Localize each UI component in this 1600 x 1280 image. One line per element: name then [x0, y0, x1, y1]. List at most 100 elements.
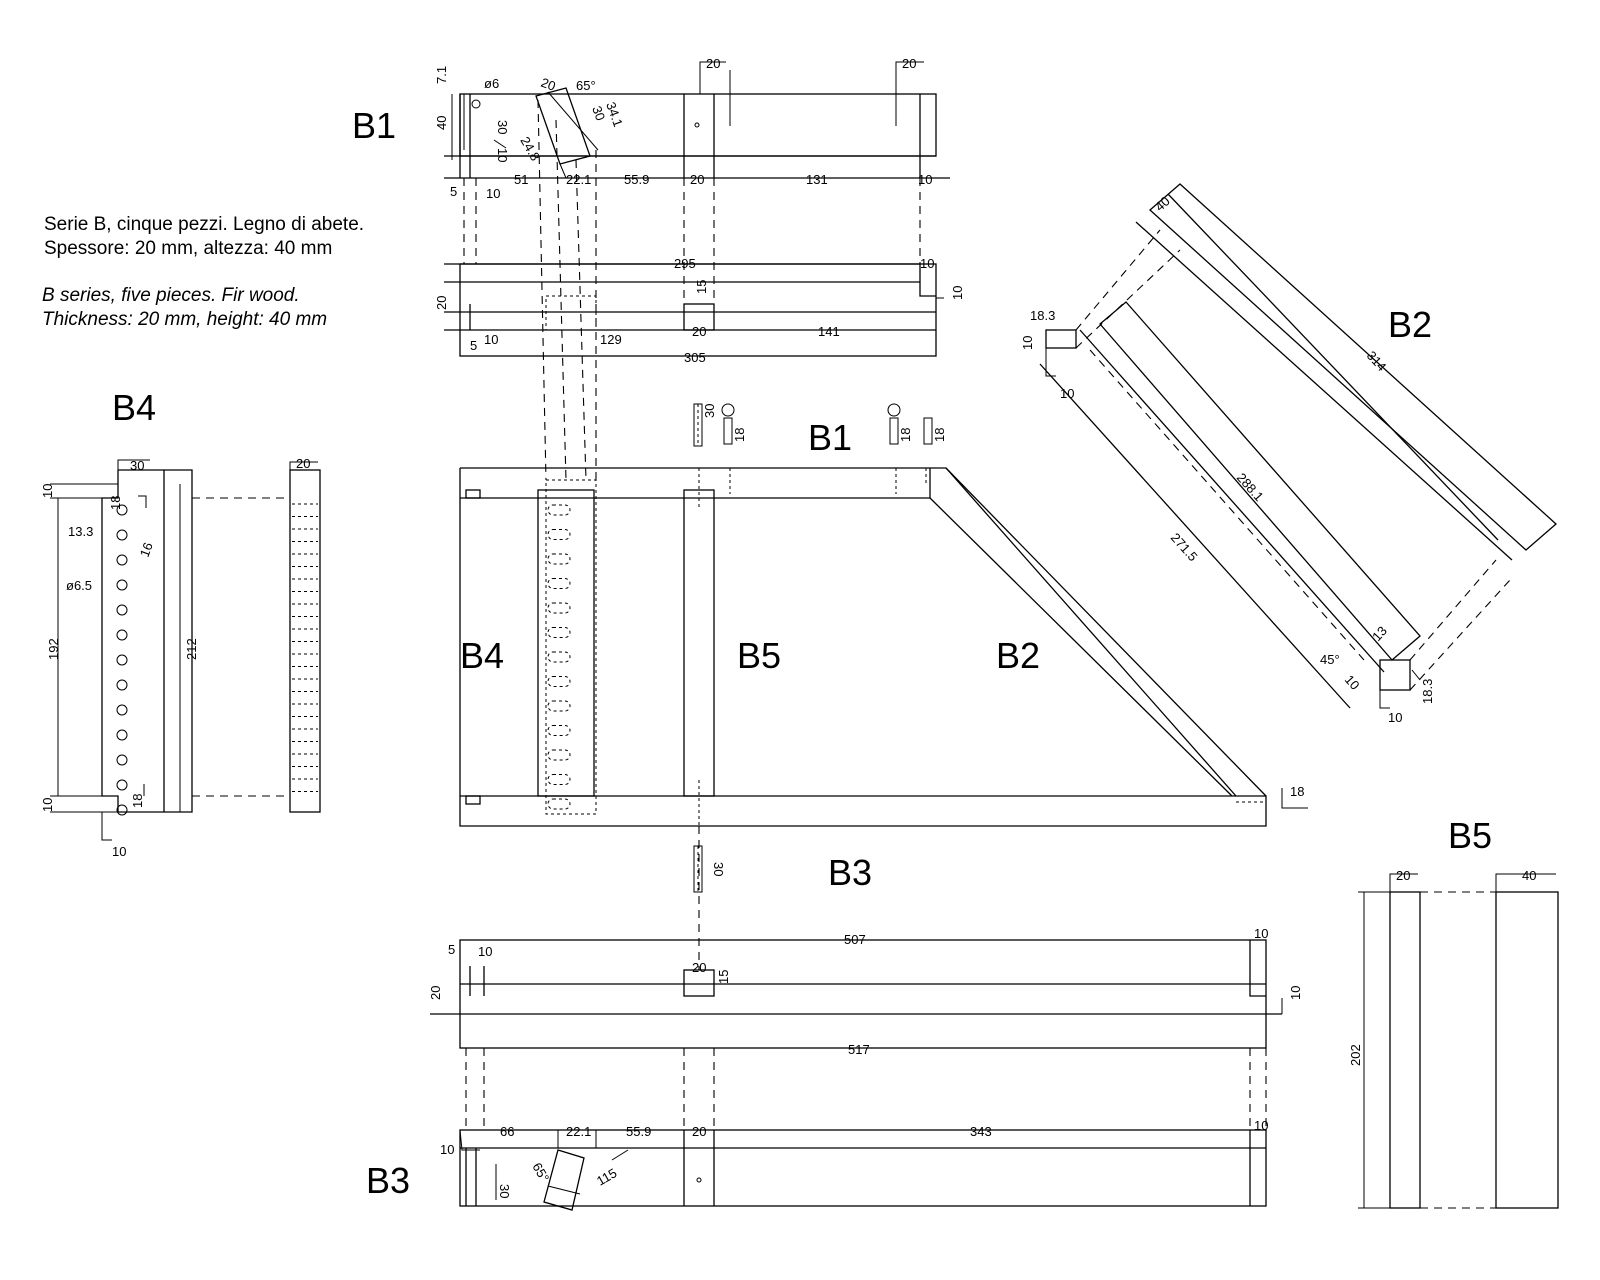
screw-icon-group-top — [693, 403, 933, 447]
note-en-line2: Thickness: 20 mm, height: 40 mm — [42, 309, 328, 330]
dim-b1-141: 141 — [818, 324, 840, 339]
dim-b4-16: 16 — [137, 540, 156, 559]
dim-b4-192: 192 — [46, 638, 61, 660]
b4-assembly-hole — [547, 504, 571, 516]
dim-b3-507: 507 — [844, 932, 866, 947]
b4-detail-hole — [116, 754, 128, 766]
b4-detail-hole — [116, 654, 128, 666]
b4-assembly-hole — [547, 676, 571, 687]
dim-b3-10e: 10 — [440, 1142, 454, 1157]
b3-front-view — [459, 1129, 1267, 1211]
dim-b2-13: 13 — [1369, 623, 1390, 644]
note-it-line1: Serie B, cinque pezzi. Legno di abete. — [44, 214, 365, 235]
dim-b1-305: 305 — [684, 350, 706, 365]
dim-b1-phi6: ø6 — [484, 76, 499, 91]
dim-screw-30a: 30 — [702, 404, 717, 418]
b4-detail-hole — [116, 554, 128, 566]
dim-b3-20a: 20 — [428, 986, 443, 1000]
dim-b1-30b: 30 — [589, 104, 608, 123]
label-b3-bottom: B3 — [366, 1160, 410, 1201]
dim-b3-15: 15 — [716, 970, 731, 984]
b4-assembly-hole — [547, 651, 571, 663]
dim-b2-10a: 10 — [1020, 336, 1035, 350]
b4-assembly-hole — [547, 553, 571, 565]
dim-b4-20: 20 — [296, 456, 310, 471]
b4-detail-hole — [116, 704, 128, 716]
dim-b2-10b: 10 — [1060, 386, 1074, 401]
dim-b1-15: 15 — [694, 280, 709, 294]
dim-b2-10c: 10 — [1342, 672, 1363, 693]
dim-b1-10e: 10 — [950, 286, 965, 300]
dim-b5-202: 202 — [1348, 1044, 1363, 1066]
dim-b1-65deg: 65° — [576, 78, 596, 93]
b4-detail-hole — [116, 779, 128, 791]
dim-b1-5b: 5 — [470, 338, 477, 353]
dim-screw-18c: 18 — [932, 428, 947, 442]
dim-b3-517: 517 — [848, 1042, 870, 1057]
b4-assembly-hole — [547, 700, 571, 712]
b4-detail-hole — [116, 529, 128, 541]
dim-b1-10d: 10 — [920, 256, 934, 271]
b4-assembly-holes — [547, 504, 571, 810]
dim-b3-30: 30 — [497, 1184, 512, 1198]
b4-detail-hole — [116, 604, 128, 616]
dim-b1-51: 51 — [514, 172, 528, 187]
dim-b1-55-9: 55.9 — [624, 172, 649, 187]
dim-b1-30: 30 — [495, 120, 510, 134]
dim-b3-10c: 10 — [1288, 986, 1303, 1000]
dim-b1-295: 295 — [674, 256, 696, 271]
b4-strip-lines — [292, 503, 318, 792]
dim-b1-10f: 10 — [484, 332, 498, 347]
b4-detail-hole — [116, 504, 128, 516]
dim-b1-34-1: 34.1 — [603, 100, 626, 129]
dim-b2-288-1: 288.1 — [1234, 470, 1267, 504]
dim-b2-271-5: 271.5 — [1168, 530, 1201, 564]
dim-b1-40: 40 — [434, 116, 449, 130]
b3-top-view — [430, 939, 1283, 1049]
dim-b4-212: 212 — [184, 638, 199, 660]
dim-b1-131: 131 — [806, 172, 828, 187]
dim-b4-30: 30 — [130, 458, 144, 473]
dim-b2-18-3a: 18.3 — [1030, 308, 1055, 323]
dim-screw-18b: 18 — [898, 428, 913, 442]
b4-assembly-hole — [547, 578, 571, 589]
dim-b1-22-1: 22.1 — [566, 172, 591, 187]
b4-assembly-hole — [547, 725, 571, 736]
dim-b3-115: 115 — [594, 1165, 619, 1188]
note-it-line2: Spessore: 20 mm, altezza: 40 mm — [44, 238, 333, 259]
dim-screw-18a: 18 — [732, 428, 747, 442]
dim-b3-66: 66 — [500, 1124, 514, 1139]
label-b3-assembly: B3 — [828, 852, 872, 893]
b4-detail-hole — [116, 729, 128, 741]
b4-detail-view — [50, 459, 321, 841]
dim-b4-10b: 10 — [40, 798, 55, 812]
assembly-view — [459, 467, 1308, 827]
label-b2-right: B2 — [1388, 304, 1432, 345]
b4-assembly-hole — [547, 798, 571, 810]
label-b4-assembly: B4 — [460, 635, 504, 676]
b5-detail-view — [1358, 873, 1559, 1209]
dim-b3-20c: 20 — [692, 1124, 706, 1139]
dim-b1-20d: 20 — [434, 296, 449, 310]
dim-b2-10d: 10 — [1388, 710, 1402, 725]
b4-detail-hole — [116, 629, 128, 641]
dim-b1-20c: 20 — [690, 172, 704, 187]
label-b4-left: B4 — [112, 387, 156, 428]
b4-assembly-hole — [547, 529, 571, 540]
label-b1-top: B1 — [352, 105, 396, 146]
dim-b3-5: 5 — [448, 942, 455, 957]
dim-b4-13-3: 13.3 — [68, 524, 93, 539]
dim-b4-phi6-5: ø6.5 — [66, 578, 92, 593]
italian-note: Serie B, cinque pezzi. Legno di abete. S… — [44, 213, 364, 261]
b4-assembly-hole — [547, 627, 571, 638]
b2-detail-view — [1039, 183, 1557, 709]
dim-b1-20a: 20 — [539, 75, 558, 94]
dim-b3-10a: 10 — [1254, 926, 1268, 941]
dim-b4-18b: 18 — [130, 794, 145, 808]
dim-b1-5: 5 — [450, 184, 457, 199]
dim-b3-10b: 10 — [478, 944, 492, 959]
dim-b5-40: 40 — [1522, 868, 1536, 883]
b4-detail-hole — [116, 679, 128, 691]
dim-b3-65deg: 65° — [529, 1160, 552, 1185]
